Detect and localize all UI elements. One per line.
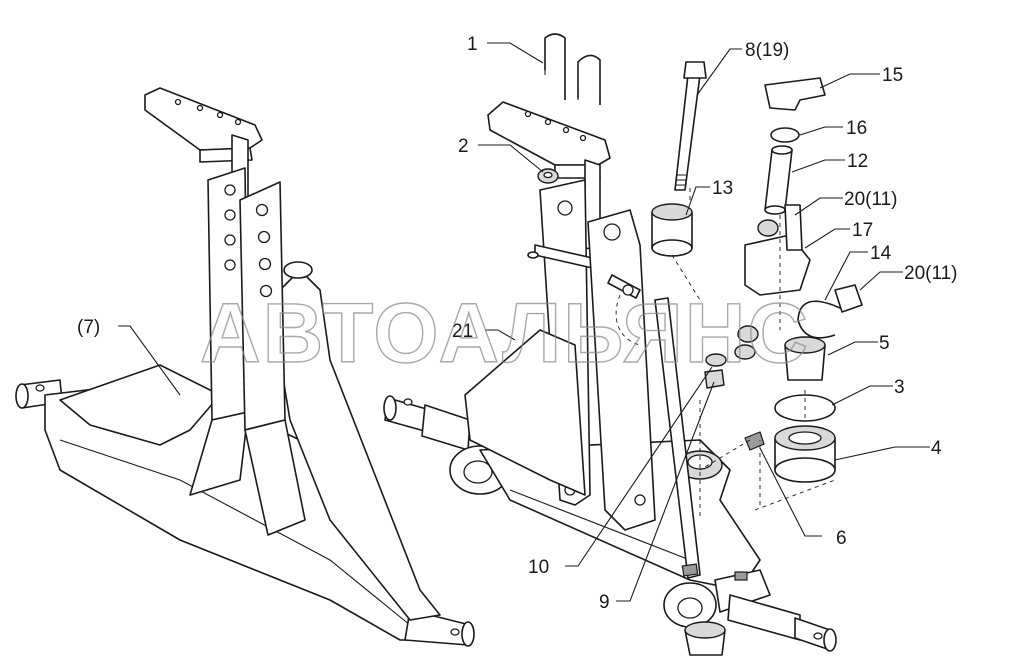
callout-2: 2 (458, 136, 469, 157)
c-clip-14 (797, 300, 841, 339)
callout-15: 15 (882, 65, 903, 86)
callout-14: 14 (870, 243, 892, 264)
nut-9 (704, 369, 725, 389)
bushing-20-upper (757, 219, 779, 237)
callout-17: 17 (852, 220, 873, 241)
left-wedge-plate (59, 364, 221, 446)
tie-rod (654, 297, 701, 579)
callout-10: 10 (528, 557, 549, 578)
right-assembly (383, 101, 837, 656)
right-top-plate (487, 101, 611, 166)
bolt-8 (674, 74, 701, 191)
nut-20-right (834, 284, 863, 313)
callout-12: 12 (847, 151, 868, 172)
left-assembly (15, 87, 475, 647)
leader-lines (118, 42, 930, 602)
u-bolt-1 (544, 33, 566, 100)
callout-13: 13 (712, 178, 733, 199)
callout-21: 21 (452, 321, 473, 342)
callout-labels: 1 2 3 4 5 6 (7) 8(19) 9 10 12 13 14 15 1… (77, 34, 958, 613)
right-wedge-plate (464, 329, 586, 496)
callout-4: 4 (931, 438, 942, 459)
left-rear-foot (189, 411, 249, 496)
callout-5: 5 (879, 333, 890, 354)
callout-6: 6 (836, 528, 847, 549)
callout-16: 16 (846, 118, 867, 139)
left-front-foot (244, 419, 306, 536)
left-vertical-arm (269, 269, 441, 621)
pin-12 (764, 149, 793, 211)
u-bolt-2 (577, 54, 601, 105)
washer-16 (770, 127, 800, 143)
clip-15 (764, 77, 826, 111)
callout-20-right: 20(11) (904, 263, 958, 284)
watermark-text: АВТОАЛЬЯНС (200, 286, 810, 380)
callout-3: 3 (894, 377, 905, 398)
callout-20-upper: 20(11) (844, 189, 898, 210)
callout-8: 8(19) (745, 40, 789, 61)
callout-9: 9 (599, 592, 610, 613)
small-parts (537, 33, 863, 520)
callout-1: 1 (467, 34, 478, 55)
grease-fitting-6 (744, 431, 765, 451)
right-axle-shaft (727, 594, 801, 641)
washer-10 (705, 353, 727, 367)
callout-7: (7) (77, 317, 100, 338)
